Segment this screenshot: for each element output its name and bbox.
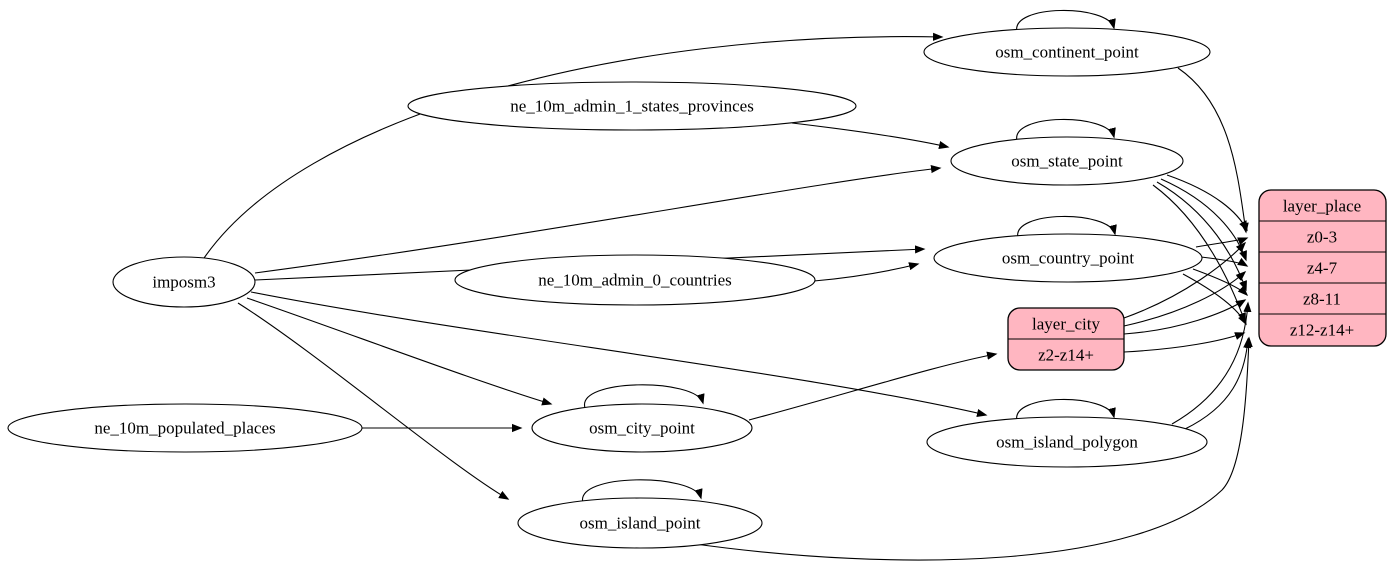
record-layer_place-row-z4-7: z4-7 [1307,259,1338,278]
node-osm_island_point-label: osm_island_point [580,514,701,533]
node-osm_state_point-shape [950,136,1184,186]
node-osm_country_point-label: osm_country_point [1002,249,1134,268]
edge-osm_island_point-layer_place-z12-z14 [687,336,1253,561]
edge-imposm3-osm_city_point [246,297,553,406]
node-osm_city_point-label: osm_city_point [589,419,695,438]
edge-layer_city-layer_place-z0-3 [1123,241,1247,319]
self-loop-osm_city_point [584,384,705,409]
record-layer_place: layer_place z0-3 z4-7 z8-11 z12-z14+ [1258,189,1387,347]
record-layer_city-row-z2-z14: z2-z14+ [1038,346,1094,365]
record-layer_place-row-z12-z14: z12-z14+ [1290,321,1354,340]
node-osm_island_point: osm_island_point [517,497,763,549]
edge-osm_island_polygon-layer_place-z8-11 [1171,301,1252,425]
node-ne_10m_populated_places-shape [7,403,363,453]
edge-osm_country_point-layer_place-z4-7 [1200,256,1249,267]
node-osm_island_polygon-shape [926,416,1208,468]
edge-osm_continent_point-layer_place-z0-3 [1177,67,1249,234]
record-layer_city: layer_city z2-z14+ [1007,307,1125,371]
node-osm_city_point-shape [531,403,753,453]
node-ne_10m_admin_0_countries-label: ne_10m_admin_0_countries [538,271,732,290]
node-imposm3: imposm3 [112,256,256,308]
edge-osm_country_point-layer_place-z0-3 [1195,237,1249,248]
node-osm_continent_point-label: osm_continent_point [995,43,1139,62]
node-ne_10m_admin_1_states_provinces-label: ne_10m_admin_1_states_provinces [510,97,754,116]
node-osm_state_point: osm_state_point [950,136,1184,186]
self-loop-osm_state_point [1016,118,1116,142]
edge-layer [201,9,1253,561]
node-ne_10m_populated_places: ne_10m_populated_places [7,403,363,453]
node-ne_10m_admin_0_countries-shape [454,254,816,306]
edge-imposm3-osm_continent_point [201,32,944,262]
self-loop-osm_country_point [1017,215,1117,239]
edge-imposm3-osm_island_polygon [250,291,988,417]
node-ne_10m_admin_1_states_provinces-shape [407,81,857,131]
edge-osm_island_polygon-layer_place-z12-z14 [1184,337,1252,430]
node-osm_country_point: osm_country_point [933,233,1203,283]
self-loop-osm_island_point [582,479,703,504]
record-layer_place-box [1258,189,1387,347]
record-layer_city-title: layer_city [1032,315,1100,334]
edge-layer_city-layer_place-z4-7 [1123,270,1247,327]
node-osm_continent_point: osm_continent_point [923,27,1211,77]
node-ne_10m_populated_places-label: ne_10m_populated_places [94,419,275,438]
self-loop-osm_island_polygon [1016,398,1116,422]
edge-osm_city_point-layer_city-z2-z14 [748,351,998,421]
self-loop-osm_continent_point [1016,9,1116,33]
node-osm_country_point-shape [933,233,1203,283]
edge-ne_10m_admin_1_states_provinces-osm_state_point [791,122,950,150]
node-ne_10m_admin_1_states_provinces: ne_10m_admin_1_states_provinces [407,81,857,131]
node-imposm3-label: imposm3 [152,273,215,292]
record-layer_place-row-z8-11: z8-11 [1303,290,1341,309]
node-imposm3-shape [112,256,256,308]
edge-imposm3-osm_state_point [254,164,942,274]
edge-layer_city-layer_place-z8-11 [1123,299,1247,335]
edge-osm_state_point-layer_place-z0-3 [1166,174,1248,232]
node-osm_city_point: osm_city_point [531,403,753,453]
node-osm_continent_point-shape [923,27,1211,77]
node-osm_island_polygon: osm_island_polygon [926,416,1208,468]
node-ne_10m_admin_0_countries: ne_10m_admin_0_countries [454,254,816,306]
edge-imposm3-osm_island_point [237,302,510,500]
node-osm_island_polygon-label: osm_island_polygon [996,433,1138,452]
record-layer_place-row-z0-3: z0-3 [1307,228,1337,247]
node-osm_island_point-shape [517,497,763,549]
edge-osm_country_point-layer_place-z12-z14 [1182,273,1247,326]
node-osm_state_point-label: osm_state_point [1011,152,1123,171]
edge-ne_10m_admin_0_countries-osm_country_point [813,262,920,282]
edge-layer_city-layer_place-z12-z14 [1123,332,1246,353]
record-layer_place-title: layer_place [1283,197,1361,216]
